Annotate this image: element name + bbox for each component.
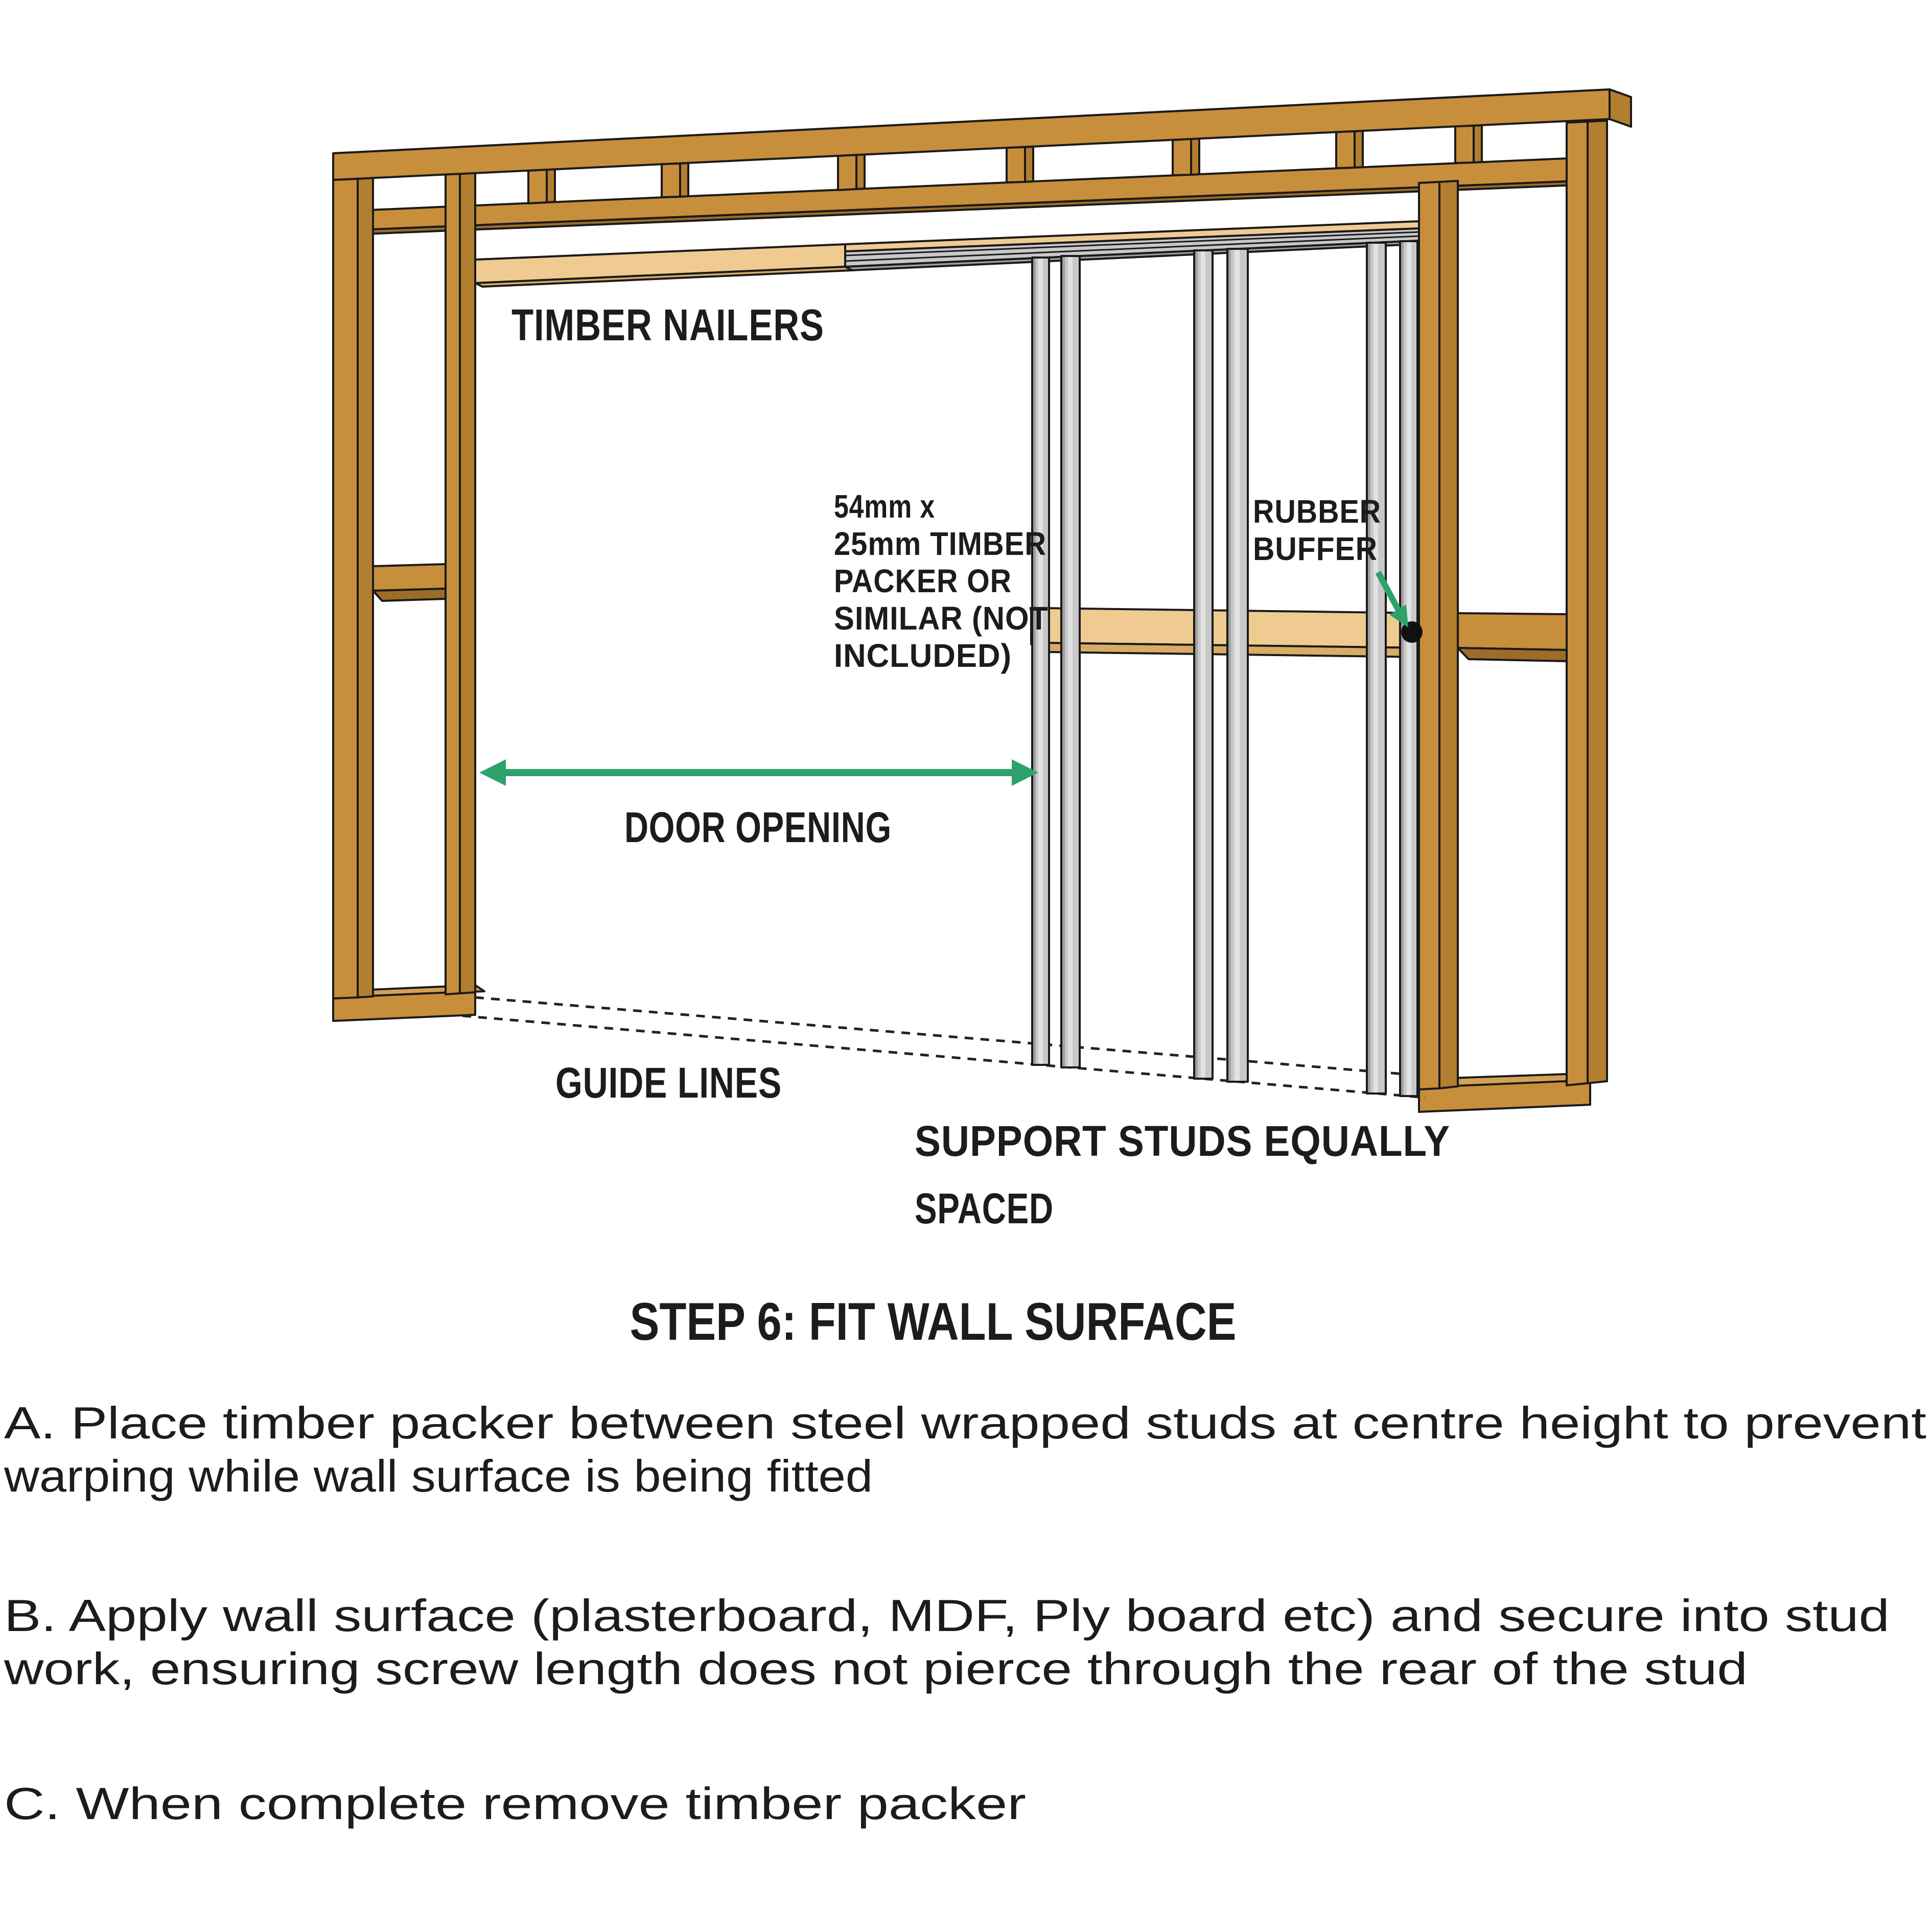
svg-text:work, ensuring screw length do: work, ensuring screw length does not pie… <box>4 1643 1748 1694</box>
instruction-b: B. Apply wall surface (plasterboard, MDF… <box>4 1590 1890 1694</box>
cripple-stud <box>527 168 556 204</box>
svg-text:25mm TIMBER: 25mm TIMBER <box>834 525 1046 562</box>
left-door-jamb <box>445 172 476 995</box>
cripple-stud <box>837 153 866 191</box>
svg-text:SPACED: SPACED <box>915 1184 1054 1232</box>
steel-stud <box>1193 249 1214 1080</box>
svg-text:warping while wall surface is: warping while wall surface is being fitt… <box>4 1451 873 1501</box>
svg-text:BUFFER: BUFFER <box>1253 530 1378 567</box>
rubber-buffer <box>1401 621 1423 643</box>
support-studs-label: SUPPORT STUDS EQUALLY SPACED <box>915 1117 1450 1232</box>
cripple-stud <box>661 162 689 198</box>
svg-text:54mm x: 54mm x <box>834 488 935 525</box>
instruction-c: C. When complete remove timber packer <box>4 1778 1026 1829</box>
top-plate <box>332 88 1632 181</box>
steel-stud <box>1366 242 1387 1095</box>
support-studs <box>1031 240 1418 1097</box>
svg-text:B. Apply wall surface (plaster: B. Apply wall surface (plasterboard, MDF… <box>4 1590 1890 1641</box>
cripple-stud <box>1454 124 1483 164</box>
step-title: STEP 6: FIT WALL SURFACE <box>630 1292 1237 1352</box>
svg-text:A. Place timber packer between: A. Place timber packer between steel wra… <box>4 1398 1926 1448</box>
steel-stud <box>1031 257 1050 1066</box>
left-end-post <box>332 177 374 999</box>
svg-text:INCLUDED): INCLUDED) <box>834 637 1012 674</box>
guide-lines <box>462 996 1426 1099</box>
steel-stud <box>1226 248 1249 1083</box>
left-noggin <box>372 563 447 602</box>
right-noggin <box>1457 612 1568 662</box>
steel-stud <box>1060 255 1081 1068</box>
rubber-buffer-label: RUBBER BUFFER <box>1253 493 1381 567</box>
cripple-stud <box>1335 130 1364 169</box>
cripple-studs <box>527 124 1483 204</box>
door-opening-arrow <box>479 759 1038 786</box>
svg-text:SIMILAR (NOT: SIMILAR (NOT <box>834 600 1049 637</box>
guide-lines-label: GUIDE LINES <box>555 1059 782 1107</box>
svg-text:C. When complete remove timber: C. When complete remove timber packer <box>4 1778 1026 1829</box>
timber-nailers-label: TIMBER NAILERS <box>511 300 824 350</box>
svg-text:PACKER OR: PACKER OR <box>834 563 1012 599</box>
svg-text:SUPPORT STUDS EQUALLY: SUPPORT STUDS EQUALLY <box>915 1117 1450 1165</box>
steel-stud <box>1399 240 1418 1097</box>
svg-text:RUBBER: RUBBER <box>1253 493 1381 530</box>
instruction-a: A. Place timber packer between steel wra… <box>4 1398 1926 1501</box>
cripple-stud <box>1006 146 1034 183</box>
door-opening-label: DOOR OPENING <box>624 803 892 851</box>
right-door-jamb <box>1418 180 1459 1090</box>
right-end-post <box>1566 120 1608 1086</box>
timber-packer-label: 54mm x 25mm TIMBER PACKER OR SIMILAR (NO… <box>834 488 1049 674</box>
rubber-buffer-arrow <box>1375 571 1408 627</box>
cripple-stud <box>1172 137 1200 176</box>
